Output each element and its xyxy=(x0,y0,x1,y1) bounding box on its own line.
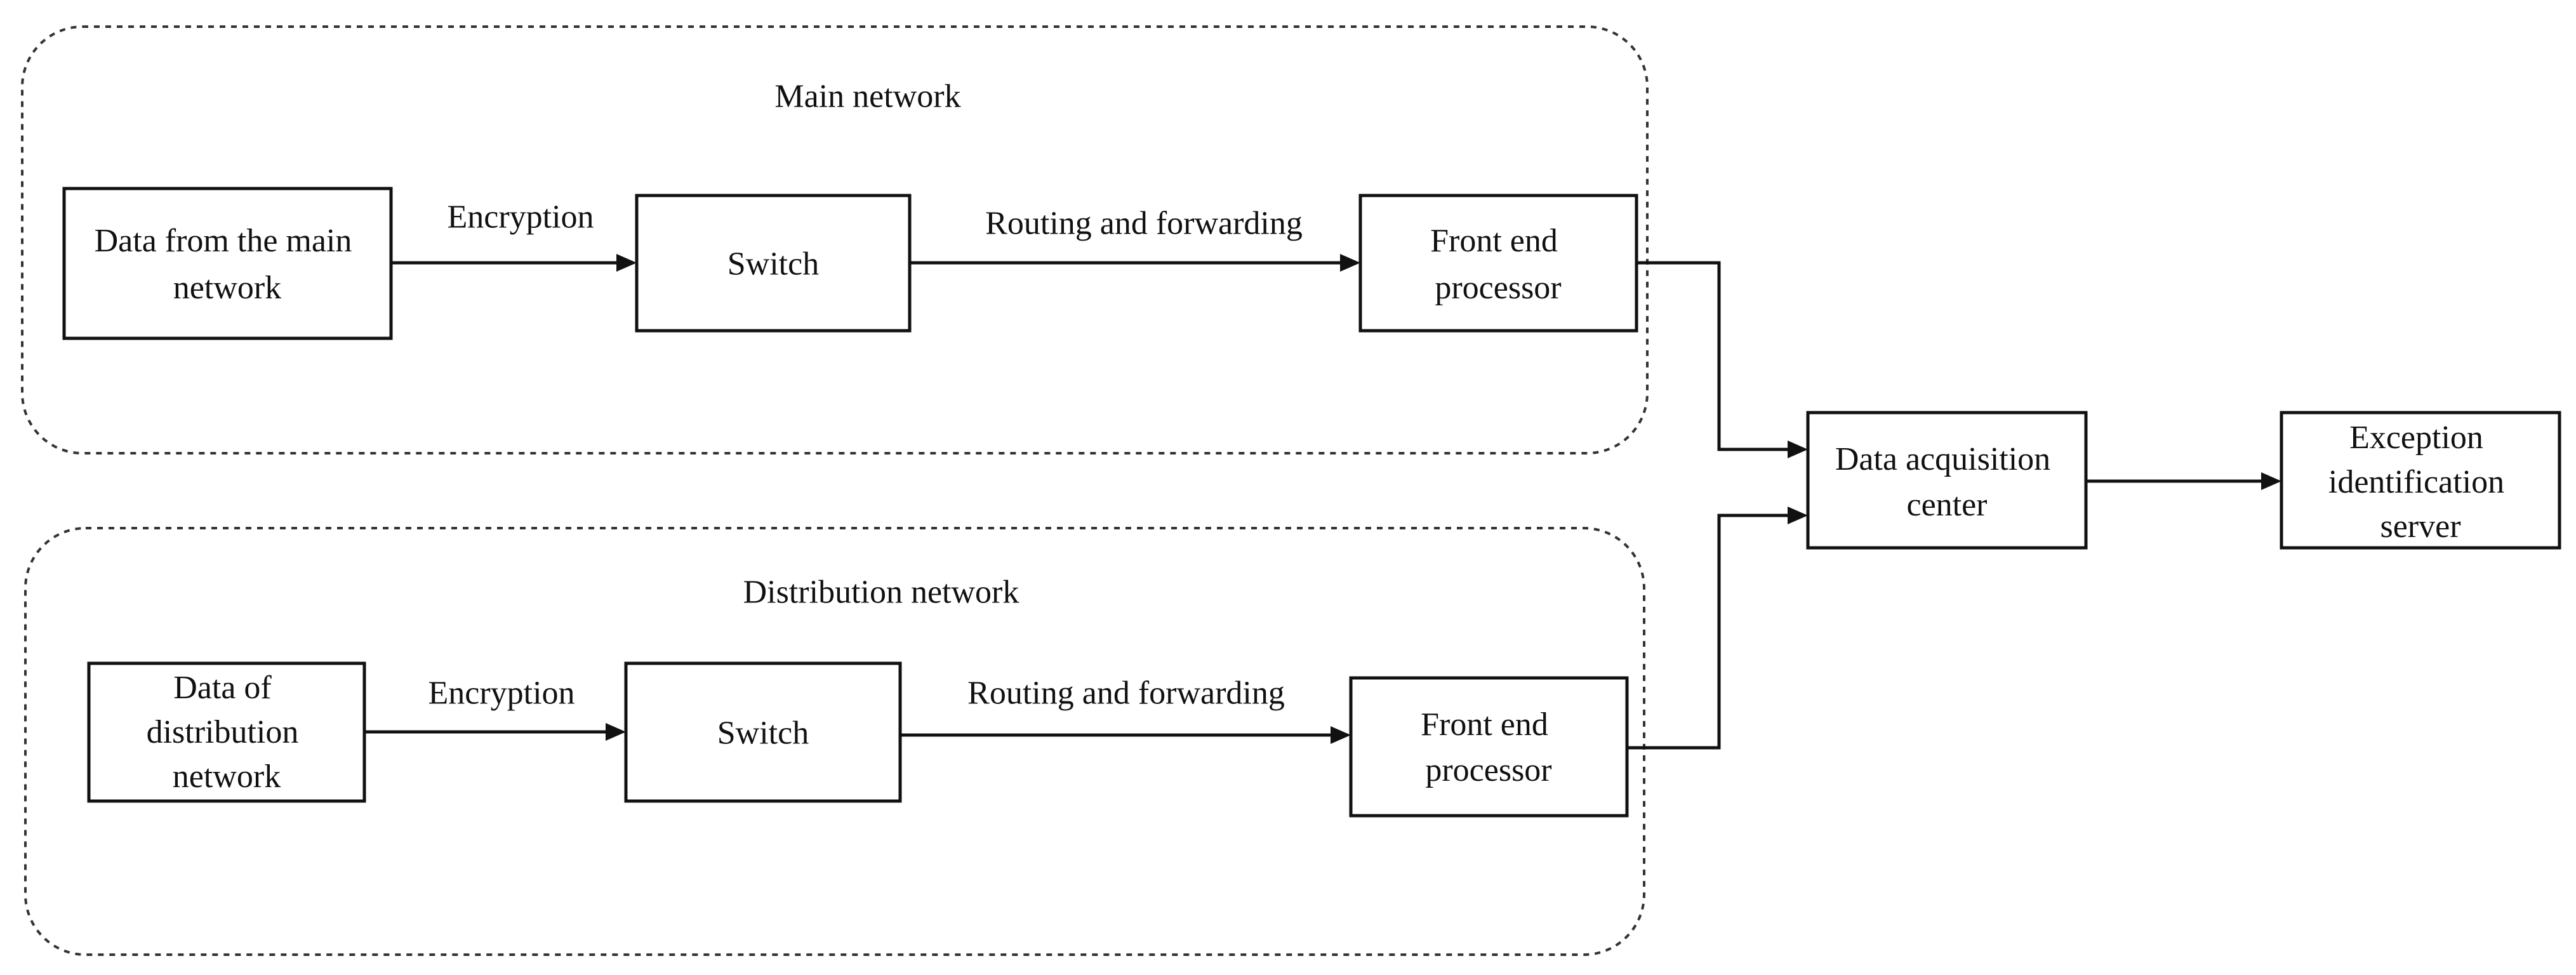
exception-identification-server-label: Exception identification server xyxy=(2328,420,2513,545)
main-fep-label-line: Front end xyxy=(1430,223,1558,259)
dist-data-to-switch-arrowhead xyxy=(606,723,626,741)
main-network-group xyxy=(21,25,1649,454)
dist-switch-box xyxy=(624,661,902,803)
exception-identification-server-box xyxy=(2280,411,2561,550)
dist-data-source-box xyxy=(87,661,366,803)
dist-fep-to-dac-arrowhead xyxy=(1788,507,1808,524)
main-data-source-box xyxy=(62,187,393,340)
main-data-to-switch-arrowhead xyxy=(616,254,637,272)
dist-data-source-label-line: distribution xyxy=(147,714,299,750)
main-data-source-label-line: Data from the main xyxy=(95,223,352,259)
dac-label-line: center xyxy=(1906,487,1987,523)
dist-fep-to-dac-arrow xyxy=(1627,514,1790,750)
main-encryption-edge-label: Encryption xyxy=(447,199,594,235)
main-switch-box xyxy=(635,194,912,333)
dist-data-source-label-line: Data of xyxy=(173,670,272,706)
data-acquisition-center-box xyxy=(1806,411,2088,550)
main-data-source-label-line: network xyxy=(173,270,281,306)
dist-data-source-label: Data of distribution network xyxy=(147,670,307,795)
main-switch-to-fep-arrowhead xyxy=(1340,254,1360,272)
main-fep-to-dac-arrow xyxy=(1637,261,1790,451)
main-front-end-processor-label: Front end processor xyxy=(1430,223,1566,306)
dist-front-end-processor-label: Front end processor xyxy=(1421,706,1557,788)
eis-label-line: identification xyxy=(2328,464,2504,500)
main-data-source-label: Data from the main network xyxy=(95,223,361,306)
dist-data-source-label-line: network xyxy=(173,759,281,795)
dist-routing-edge-label: Routing and forwarding xyxy=(967,675,1285,712)
dist-fep-label-line: Front end xyxy=(1421,706,1548,743)
distribution-network-group xyxy=(24,527,1645,956)
dist-encryption-edge-label: Encryption xyxy=(428,675,574,712)
dist-front-end-processor-box xyxy=(1349,676,1629,818)
dist-switch-label: Switch xyxy=(717,715,809,752)
distribution-network-title: Distribution network xyxy=(743,574,1019,611)
main-switch-label: Switch xyxy=(727,246,819,282)
main-network-title: Main network xyxy=(774,79,960,115)
eis-label-line: server xyxy=(2380,508,2460,545)
dist-switch-to-fep-arrowhead xyxy=(1331,726,1351,744)
main-fep-label-line: processor xyxy=(1435,270,1561,306)
main-fep-to-dac-arrowhead xyxy=(1788,441,1808,458)
dac-to-eis-arrowhead xyxy=(2261,472,2281,490)
dac-label-line: Data acquisition xyxy=(1835,441,2050,477)
eis-label-line: Exception xyxy=(2349,420,2483,456)
main-front-end-processor-box xyxy=(1358,194,1638,333)
dist-fep-label-line: processor xyxy=(1425,752,1551,788)
main-routing-edge-label: Routing and forwarding xyxy=(985,206,1303,242)
data-acquisition-center-label: Data acquisition center xyxy=(1835,441,2059,523)
